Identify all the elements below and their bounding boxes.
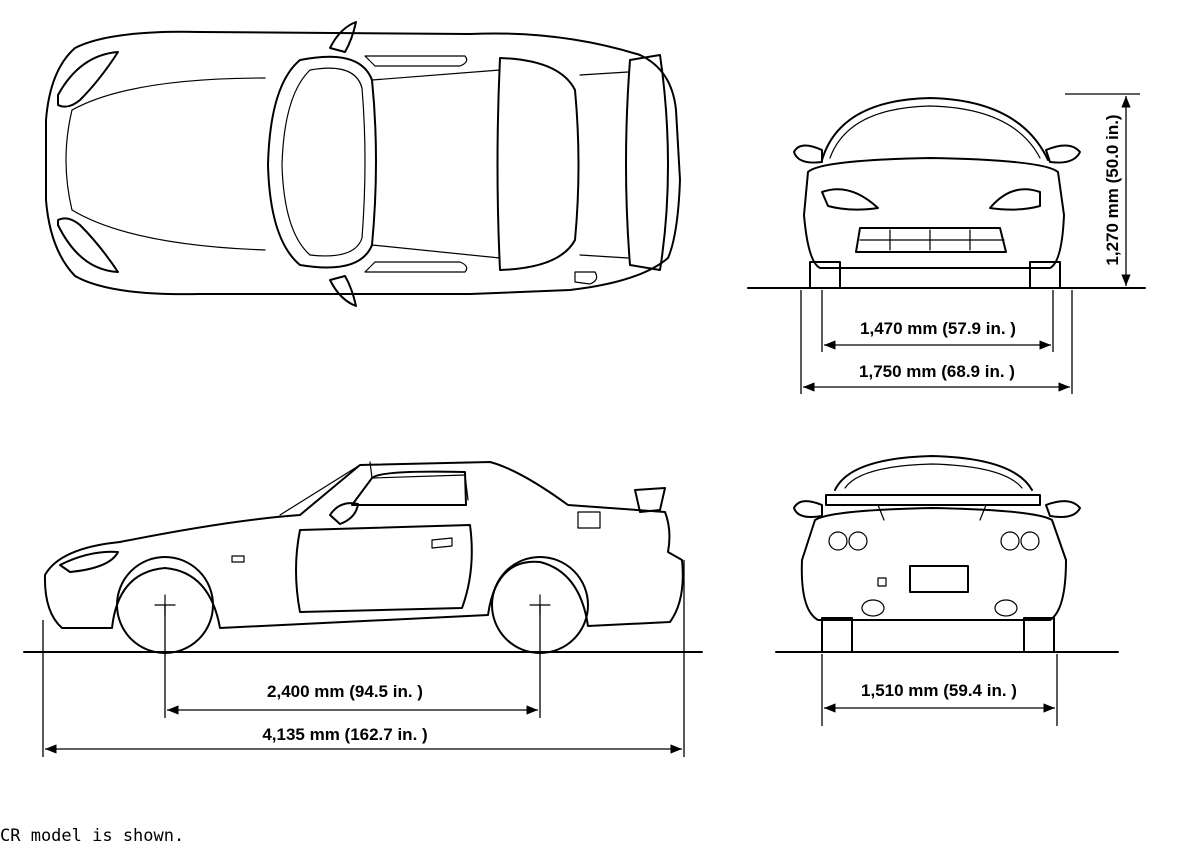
wheelbase-label: 2,400 mm (94.5 in. )	[267, 682, 423, 701]
model-caption: CR model is shown.	[0, 826, 185, 846]
overall-width-label: 1,750 mm (68.9 in. )	[859, 362, 1015, 381]
side-view	[43, 461, 684, 718]
overall-length-label: 4,135 mm (162.7 in. )	[262, 725, 427, 744]
rear-view	[793, 455, 1081, 653]
front-track-label: 1,470 mm (57.9 in. )	[860, 319, 1016, 338]
top-view	[45, 21, 681, 307]
front-view	[793, 97, 1081, 289]
rear-track-label: 1,510 mm (59.4 in. )	[861, 681, 1017, 700]
height-label: 1,270 mm (50.0 in.)	[1103, 114, 1122, 265]
